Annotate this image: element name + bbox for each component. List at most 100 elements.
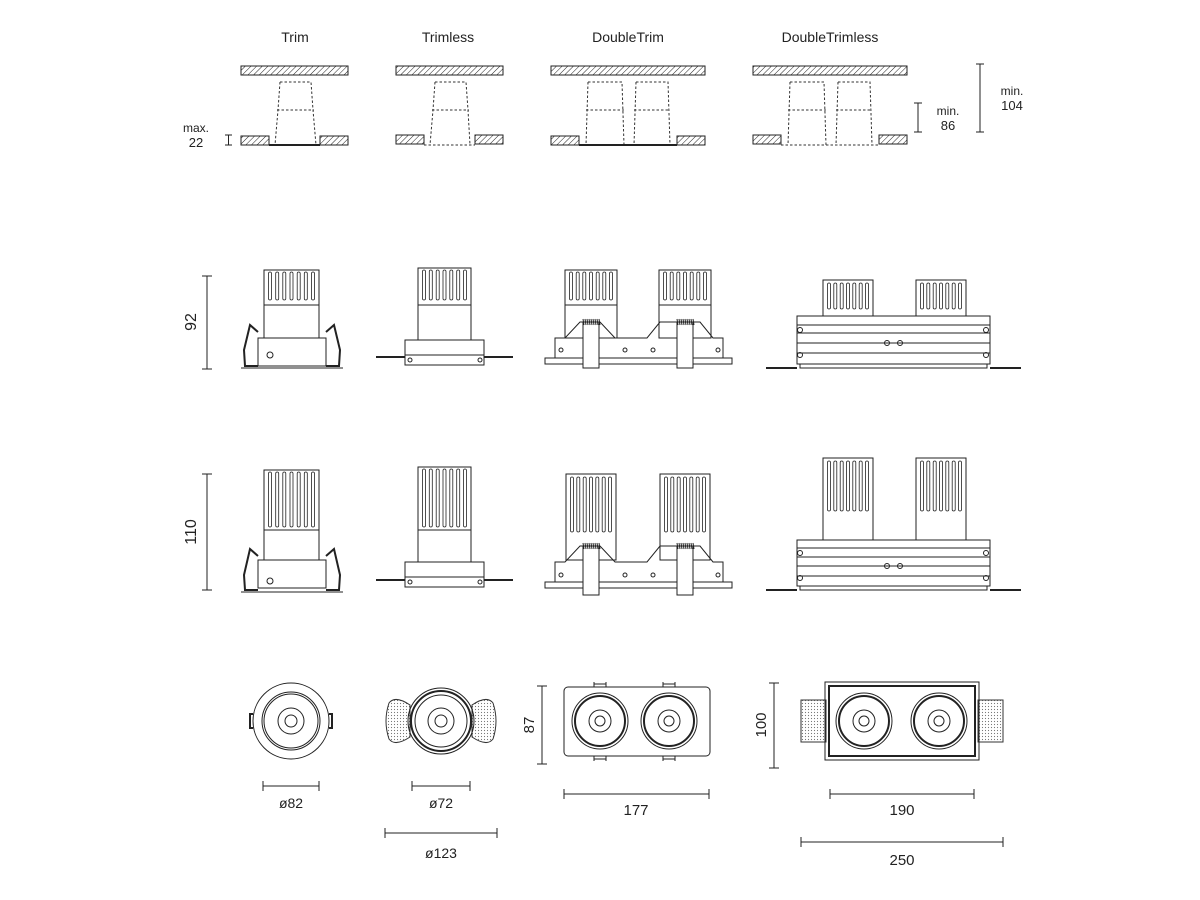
side-view-double-trimless-110 (766, 457, 1021, 591)
fin (951, 460, 956, 512)
fin (676, 271, 681, 301)
dim-height-110-line (202, 473, 212, 591)
spring-coil (692, 542, 695, 550)
dim-height-92: 92 (183, 313, 200, 331)
fin (303, 271, 308, 301)
dim-width-87: 87 (521, 717, 538, 734)
fin (926, 460, 931, 512)
fin (833, 282, 838, 310)
fin (683, 271, 687, 301)
fin (296, 471, 301, 528)
fin (958, 282, 962, 310)
fin (865, 460, 869, 512)
section-double-trimless (752, 65, 908, 146)
column-title-double-trim: DoubleTrim (592, 29, 664, 45)
dim-87-line (537, 685, 547, 765)
fin (589, 476, 593, 533)
fin (422, 269, 426, 301)
spring-coil (684, 542, 687, 550)
fin (449, 468, 454, 528)
fin (275, 271, 280, 301)
dim-len-190: 190 (889, 802, 914, 819)
dim-82-line (262, 781, 320, 791)
fin (296, 271, 301, 301)
dim-dia-123: ø123 (425, 845, 457, 861)
front-view-double-trimless (800, 681, 1004, 761)
spring-coil (692, 318, 695, 326)
fin (852, 460, 857, 512)
spring-coil (594, 542, 597, 550)
fin (932, 282, 937, 310)
spring-coil (592, 542, 595, 550)
fin (570, 476, 574, 533)
side-view-trimless-110 (376, 466, 513, 588)
fin (435, 269, 440, 301)
fin (268, 271, 272, 301)
fin (456, 269, 461, 301)
fin (595, 476, 600, 533)
fin (951, 282, 956, 310)
dim-max-line (225, 134, 232, 146)
spring-coil (588, 542, 591, 550)
fin (839, 282, 844, 310)
fin (865, 282, 869, 310)
dim-min104-label: min. (1001, 84, 1024, 98)
spring-coil (594, 318, 597, 326)
clip-springs (582, 318, 695, 550)
fin (442, 468, 447, 528)
spring-coil (684, 318, 687, 326)
fin (939, 282, 943, 310)
dim-len-250: 250 (889, 852, 914, 869)
fin (839, 460, 844, 512)
spring-coil (688, 542, 691, 550)
fin (702, 476, 706, 533)
fin (463, 269, 467, 301)
spring-coil (596, 542, 599, 550)
spring-coil (586, 542, 589, 550)
dim-max-label: max. (183, 121, 209, 135)
spring-coil (590, 318, 593, 326)
front-view-trimless (385, 687, 497, 755)
fin (303, 471, 308, 528)
fin (449, 269, 454, 301)
fin (920, 282, 924, 310)
spring-coil (590, 542, 593, 550)
fin (442, 269, 447, 301)
fin (827, 282, 831, 310)
front-view-double-trim (563, 682, 711, 761)
spring-coil (592, 318, 595, 326)
front-view-trim (249, 682, 333, 760)
spring-coil (680, 542, 683, 550)
dim-max-value: 22 (189, 135, 203, 150)
fin (595, 271, 600, 301)
spring-coil (588, 318, 591, 326)
fin (833, 460, 838, 512)
dim-100-line (769, 682, 779, 769)
column-title-trim: Trim (281, 29, 308, 45)
spring-coil (678, 542, 681, 550)
section-double-trim (550, 65, 706, 146)
spring-coil (680, 318, 683, 326)
fin (958, 460, 962, 512)
spring-coil (676, 318, 679, 326)
dim-height-92-line (202, 275, 212, 370)
fin (428, 269, 433, 301)
spring-coil (686, 318, 689, 326)
fin (311, 471, 315, 528)
spring-coil (582, 542, 585, 550)
dim-min86-value: 86 (941, 118, 955, 133)
fin (932, 460, 937, 512)
spring-coil (682, 542, 685, 550)
dim-min86-line (914, 102, 922, 133)
dim-min86-label: min. (937, 104, 960, 118)
dim-min104-line (976, 63, 984, 133)
side-view-trimless-92 (376, 267, 513, 366)
fin (945, 282, 950, 310)
fin (422, 468, 426, 528)
dim-250-line (800, 837, 1004, 847)
fin (289, 271, 294, 301)
fin (268, 471, 272, 528)
spring-coil (598, 318, 601, 326)
fin (689, 271, 694, 301)
